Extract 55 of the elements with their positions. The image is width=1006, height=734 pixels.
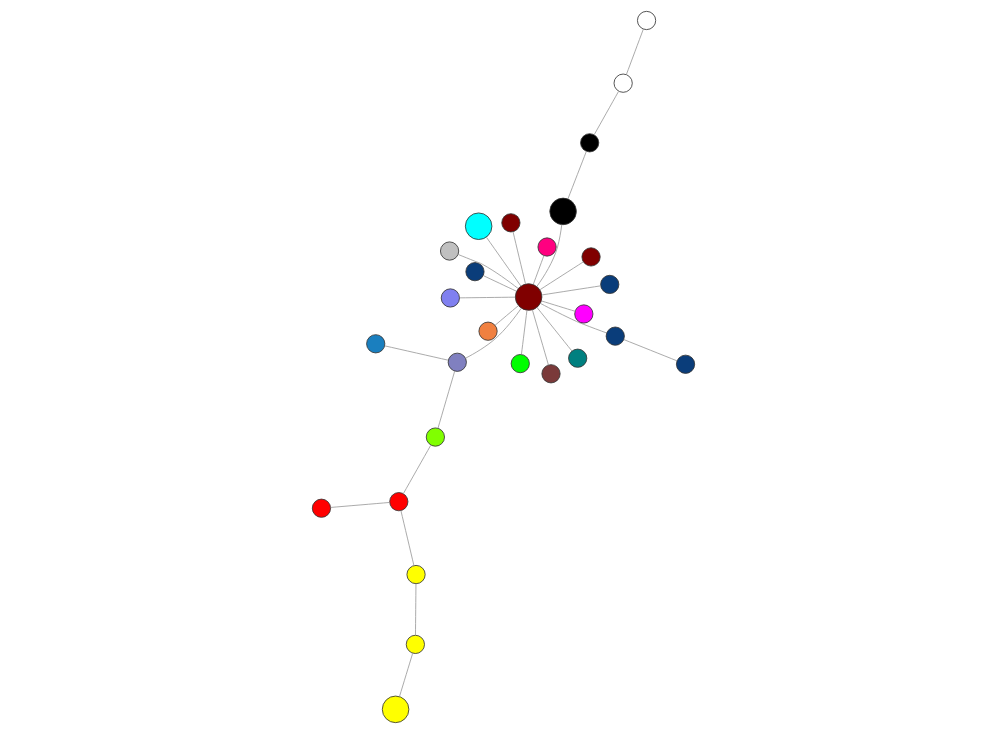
node-circle [439, 241, 459, 261]
node-circle [425, 427, 445, 447]
connector [540, 300, 575, 312]
node-circle [573, 304, 593, 324]
node-circle [514, 283, 542, 311]
node-circle [510, 354, 530, 374]
node-circle [311, 498, 331, 518]
connector [414, 583, 416, 636]
connector [567, 151, 587, 200]
node-circle [405, 634, 425, 654]
connector [536, 307, 572, 352]
node-circle [500, 213, 520, 233]
connector [536, 224, 562, 287]
connector [538, 261, 584, 291]
node-circle [567, 348, 587, 368]
node-circle [548, 197, 577, 226]
connector [512, 231, 526, 285]
node-circle [579, 133, 599, 153]
connector [457, 254, 518, 289]
connector [494, 305, 519, 326]
connector [485, 236, 521, 287]
connector [623, 339, 677, 362]
connector [458, 296, 516, 299]
node-circle [537, 237, 557, 257]
node-circle [599, 274, 619, 294]
connector [400, 510, 414, 567]
connector [383, 345, 449, 361]
connector [482, 275, 517, 292]
node-circle [388, 492, 408, 512]
connector [593, 91, 619, 136]
connector [402, 444, 431, 494]
connector [329, 502, 390, 508]
node-circle [605, 326, 625, 346]
connector [398, 653, 413, 697]
node-circle [464, 212, 492, 240]
connector [625, 28, 644, 75]
node-circle [540, 364, 561, 384]
connector [540, 285, 601, 296]
node-circle [365, 334, 385, 354]
node-circle [406, 565, 426, 585]
node-circle [581, 247, 601, 267]
connector [531, 309, 549, 366]
node-circle [447, 352, 467, 372]
connector [520, 309, 527, 355]
node-circle [464, 262, 484, 282]
connector [464, 308, 521, 359]
node-circle [478, 321, 498, 341]
connector [532, 255, 544, 285]
connector [437, 370, 455, 429]
node-circle [636, 10, 656, 31]
connector [539, 303, 607, 334]
node-circle [613, 73, 633, 93]
node-circle [381, 695, 409, 724]
node-circle [440, 288, 460, 308]
node-circle [675, 354, 695, 374]
